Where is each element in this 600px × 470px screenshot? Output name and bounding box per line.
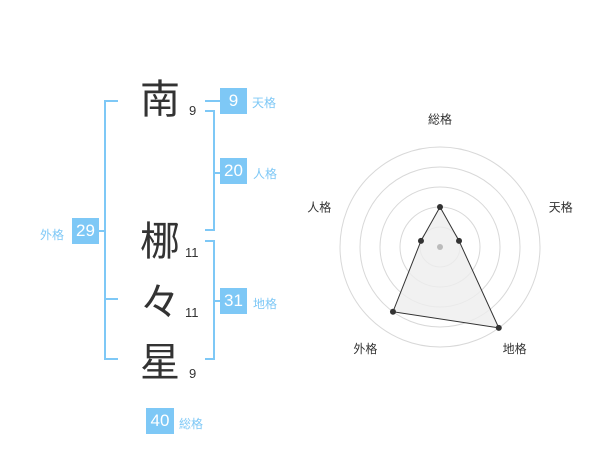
radar-axis-label-4: 外格	[353, 341, 377, 356]
stroke-count-2: 11	[185, 245, 199, 260]
chikaku-connector	[213, 300, 220, 302]
jinkaku-bracket-bottom	[205, 229, 215, 231]
radar-point-4	[389, 308, 396, 315]
gaikaku-value: 29	[72, 218, 99, 244]
radar-point-3	[495, 324, 502, 331]
gaikaku-bracket-top	[104, 100, 118, 102]
radar-axis-label-2: 天格	[549, 199, 573, 214]
radar-ring-4	[359, 166, 521, 328]
radar-point-5	[417, 237, 424, 244]
jinkaku-label: 人格	[253, 167, 278, 181]
tenkaku-value: 9	[220, 88, 247, 114]
soukaku-value: 40	[146, 408, 174, 434]
radar-ring-5	[339, 146, 541, 348]
stroke-count-4: 9	[189, 366, 197, 381]
tenkaku-label: 天格	[252, 96, 277, 110]
jinkaku-bracket-top	[205, 110, 215, 112]
gaikaku-label: 外格	[40, 228, 65, 242]
chikaku-bracket-bottom	[205, 358, 215, 360]
radar-axis-label-3: 地格	[503, 341, 527, 356]
chikaku-bracket-top	[205, 240, 215, 242]
jinkaku-value: 20	[220, 158, 247, 184]
jinkaku-connector	[213, 172, 220, 174]
radar-point-1	[437, 204, 443, 210]
radar-center	[437, 244, 443, 250]
tenkaku-connector	[205, 100, 220, 102]
gaikaku-bracket-bottom	[104, 358, 118, 360]
name-char-2: 梛	[140, 219, 180, 265]
name-char-3: 々	[140, 280, 180, 326]
chikaku-label: 地格	[253, 297, 278, 311]
stroke-count-3: 11	[185, 305, 199, 320]
gaikaku-bracket-mid	[104, 298, 118, 300]
name-char-1: 南	[140, 77, 180, 123]
gaikaku-connector	[98, 230, 106, 232]
radar-point-2	[456, 237, 463, 244]
soukaku-label: 総格	[179, 417, 204, 431]
radar-axis-label-5: 人格	[307, 199, 331, 214]
radar-axis-label-1: 総格	[428, 112, 452, 127]
stroke-count-1: 9	[189, 103, 197, 118]
jinkaku-bracket-vertical	[213, 110, 215, 231]
name-char-4: 星	[140, 340, 180, 386]
chikaku-value: 31	[220, 288, 247, 314]
radar-shape	[392, 205, 500, 329]
